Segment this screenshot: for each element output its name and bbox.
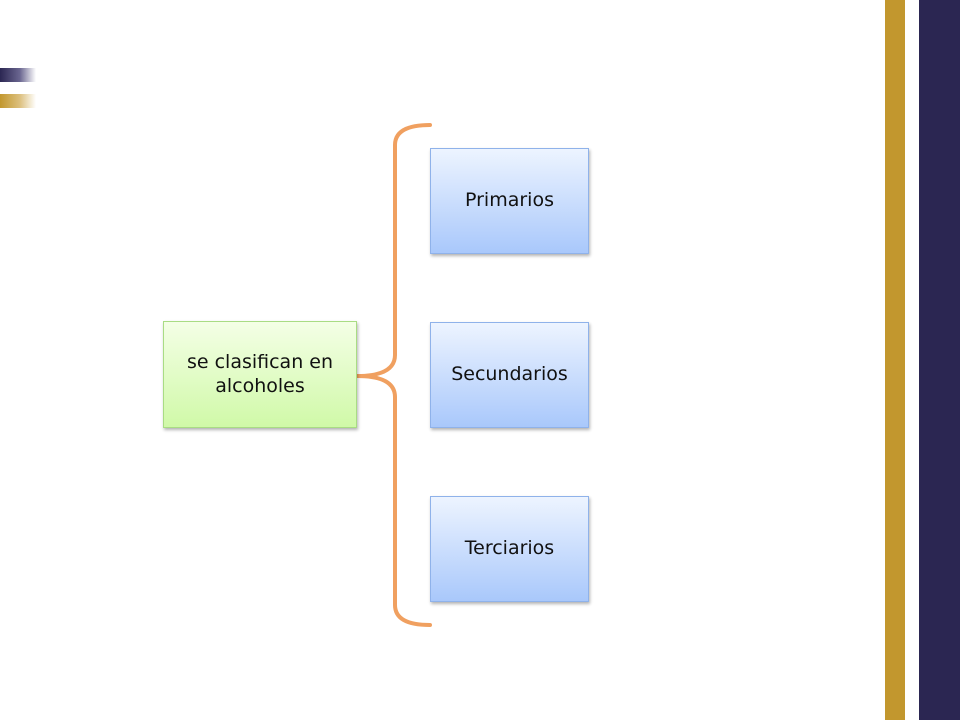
root-node-se-clasifican: se clasifican en alcoholes [163,321,357,428]
side-stripe-gap [905,0,919,720]
navy-side-stripe [919,0,960,720]
child-node-secundarios: Secundarios [430,322,589,428]
child-node-primarios: Primarios [430,148,589,254]
gold-side-stripe [885,0,905,720]
navy-corner-bar [0,68,36,82]
child-node-terciarios: Terciarios [430,496,589,602]
child-node-label: Secundarios [451,363,568,386]
child-node-label: Terciarios [464,537,555,560]
child-node-label: Primarios [465,189,554,212]
brace-path [355,123,432,627]
gold-corner-bar [0,94,36,108]
root-node-label: se clasifican en alcoholes [186,350,334,397]
